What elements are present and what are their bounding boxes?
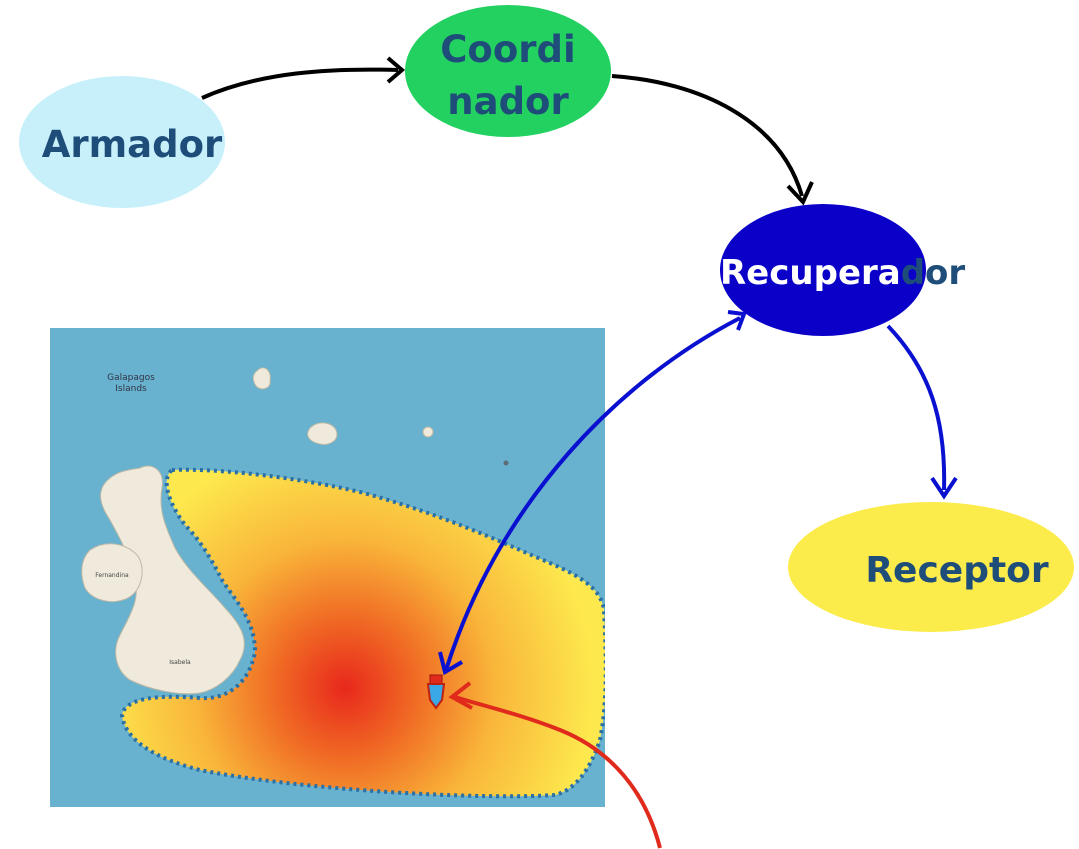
map-title-line1: Galapagos bbox=[107, 373, 155, 383]
island-north-1 bbox=[252, 367, 271, 390]
fernandina-island bbox=[81, 543, 143, 603]
arrow-recuperador-to-boat bbox=[438, 310, 747, 676]
boat-icon bbox=[426, 674, 446, 710]
coordinador-label-line1: Coordi bbox=[440, 28, 575, 71]
arrow-recuperador-to-receptor bbox=[886, 324, 958, 500]
recuperador-label: Recuperador bbox=[720, 253, 965, 293]
search-zone bbox=[119, 467, 605, 799]
recuperador-label-part1: Recupera bbox=[720, 253, 901, 293]
map-title-line2: Islands bbox=[115, 384, 147, 394]
arrow-armador-to-coordinador bbox=[201, 56, 406, 100]
coordinador-label-line2: nador bbox=[447, 80, 569, 123]
galapagos-map: Galapagos Islands Fernandina Isabela bbox=[50, 328, 605, 807]
island-north-4 bbox=[503, 460, 509, 466]
arrow-coordinador-to-recuperador bbox=[611, 74, 814, 206]
island-north-3 bbox=[422, 426, 434, 438]
armador-label: Armador bbox=[42, 123, 223, 166]
fernandina-label: Fernandina bbox=[95, 572, 129, 579]
isabela-label: Isabela bbox=[169, 659, 191, 666]
isabela-island bbox=[100, 465, 245, 695]
island-north-2 bbox=[307, 422, 338, 445]
node-recuperador: Recuperador bbox=[720, 204, 965, 336]
node-armador: Armador bbox=[19, 76, 225, 208]
red-pointer-arrow bbox=[448, 681, 662, 849]
receptor-label: Receptor bbox=[865, 550, 1049, 591]
node-receptor: Receptor bbox=[788, 502, 1074, 632]
recuperador-label-part2: dor bbox=[901, 253, 966, 293]
node-coordinador: Coordi nador bbox=[405, 5, 611, 137]
